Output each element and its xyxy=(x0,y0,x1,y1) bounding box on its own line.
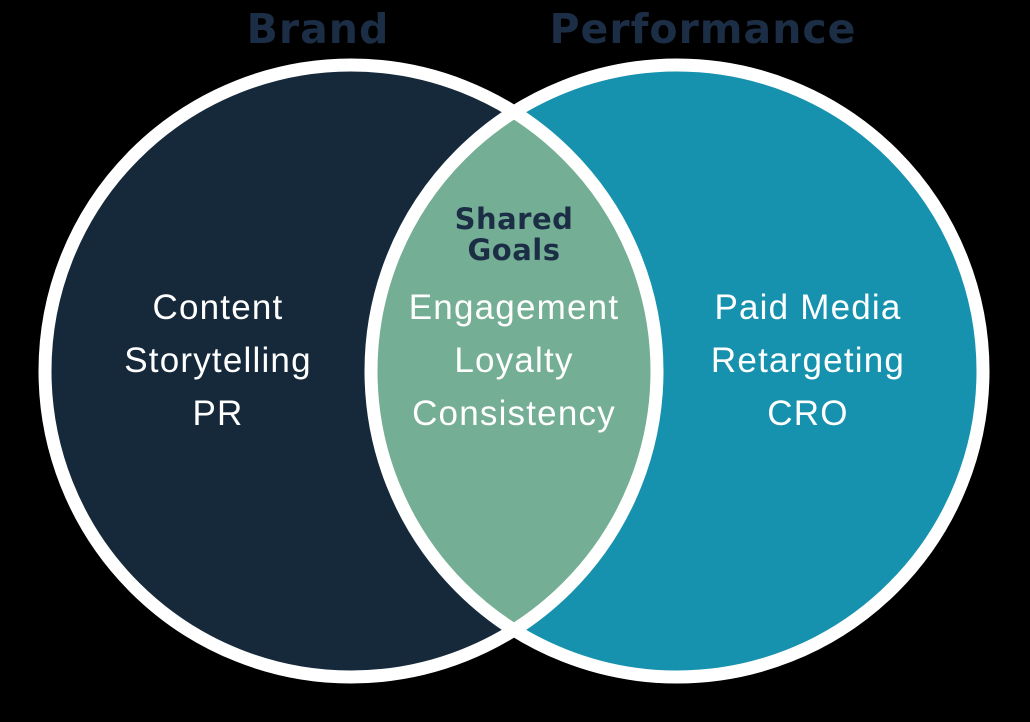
list-item: Paid Media xyxy=(714,288,902,327)
overlap-heading-line: Shared xyxy=(454,202,574,236)
list-item: Engagement xyxy=(408,288,620,327)
performance-items: Paid Media Retargeting CRO xyxy=(711,281,905,440)
list-item: Loyalty xyxy=(454,341,574,380)
list-item: Retargeting xyxy=(710,341,906,380)
overlap-items: Engagement Loyalty Consistency xyxy=(409,281,619,440)
list-item: Content xyxy=(152,288,284,327)
overlap-lens xyxy=(371,65,657,677)
list-item: Storytelling xyxy=(124,341,312,380)
brand-circle-outline xyxy=(38,58,664,684)
list-item: PR xyxy=(192,394,244,433)
brand-items: Content Storytelling PR xyxy=(124,281,312,440)
overlap-heading-line: Goals xyxy=(467,233,561,267)
overlap-heading: Shared Goals xyxy=(455,204,574,266)
performance-circle-outline xyxy=(364,58,990,684)
brand-title: Brand xyxy=(246,5,390,53)
list-item: CRO xyxy=(767,394,849,433)
performance-title: Performance xyxy=(549,5,857,53)
list-item: Consistency xyxy=(412,394,616,433)
